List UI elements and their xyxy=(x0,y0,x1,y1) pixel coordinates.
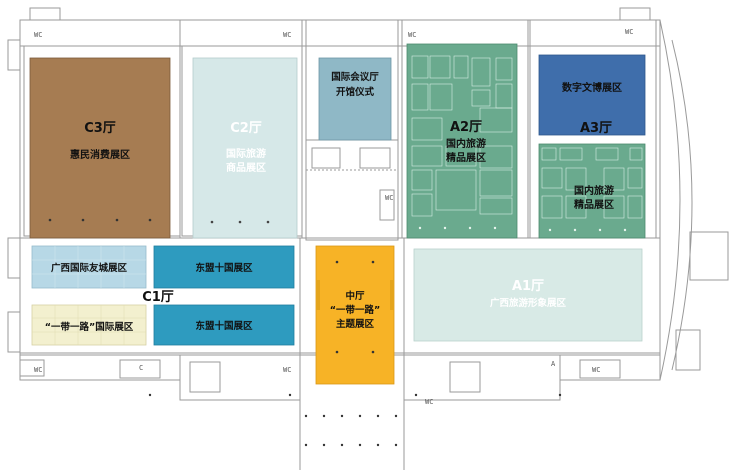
a1-area-label: 广西旅游形象展区 xyxy=(490,297,567,309)
c-marker: C xyxy=(139,364,143,372)
wc-marker-1: WC xyxy=(34,31,42,39)
hall-c3[interactable]: C3厅 惠民消费展区 xyxy=(29,57,171,239)
c3-zone xyxy=(29,57,171,239)
a-marker: A xyxy=(551,360,556,368)
c1-asean-bottom-zone xyxy=(153,304,295,346)
a3-domestic-zone xyxy=(538,143,646,239)
a3-hall-label: A3厅 xyxy=(580,121,612,136)
center-label-1: 中厅 xyxy=(345,290,365,302)
a3-area-label-2: 精品展区 xyxy=(574,198,614,211)
c1-hall-label: C1厅 xyxy=(142,290,174,305)
a3-digital-zone xyxy=(538,54,646,136)
a2-area-label-2: 精品展区 xyxy=(446,151,486,164)
hall-a2[interactable]: A2厅 国内旅游 精品展区 xyxy=(406,43,518,239)
hall-c1[interactable]: 广西国际友城展区 东盟十国展区 C1厅 “一带一路”国际展区 东盟十国展区 xyxy=(31,245,295,346)
a3-digital-label: 数字文博展区 xyxy=(562,81,622,94)
wc-marker-6: WC xyxy=(34,366,42,374)
wc-marker-7: WC xyxy=(283,366,291,374)
c1-beltroad-zone xyxy=(31,304,147,346)
hall-c2[interactable]: C2厅 国际旅游 商品展区 xyxy=(192,57,298,239)
c2-hall-label: C2厅 xyxy=(230,121,262,136)
conference-label-2: 开馆仪式 xyxy=(336,86,375,98)
c2-area-label-2: 商品展区 xyxy=(226,161,266,174)
a1-hall-label: A1厅 xyxy=(512,279,544,294)
a2-zone xyxy=(406,43,518,239)
a2-booths xyxy=(411,55,513,217)
c2-area-label-1: 国际旅游 xyxy=(226,147,266,160)
c1-asean-bottom-label: 东盟十国展区 xyxy=(195,320,253,332)
c1-asean-top-label: 东盟十国展区 xyxy=(195,262,253,274)
a2-area-label-1: 国内旅游 xyxy=(446,137,486,150)
c2-zone xyxy=(192,57,298,239)
c3-hall-label: C3厅 xyxy=(84,121,116,136)
hall-a3[interactable]: 数字文博展区 A3厅 国内旅游 精品展区 xyxy=(538,54,646,239)
c1-asean-top-zone xyxy=(153,245,295,289)
c3-area-label: 惠民消费展区 xyxy=(70,148,130,161)
c1-friendship-zone xyxy=(31,245,147,289)
wc-marker-3: WC xyxy=(408,31,416,39)
hall-a1[interactable]: A1厅 广西旅游形象展区 xyxy=(413,248,643,342)
c1-friendship-label: 广西国际友城展区 xyxy=(51,262,128,274)
a1-zone xyxy=(413,248,643,342)
center-label-3: 主题展区 xyxy=(336,318,375,330)
wc-marker-8: WC xyxy=(425,398,433,406)
c1-beltroad-label: “一带一路”国际展区 xyxy=(45,321,134,333)
a2-hall-label: A2厅 xyxy=(450,120,482,135)
markers: WC WC WC WC WC WC WC WC WC C A xyxy=(34,28,633,406)
conference-hall[interactable]: 国际会议厅 开馆仪式 xyxy=(318,57,392,141)
wc-marker-4: WC xyxy=(625,28,633,36)
a3-area-label-1: 国内旅游 xyxy=(574,184,614,197)
wc-marker-9: WC xyxy=(592,366,600,374)
center-hall[interactable]: 中厅 “一带一路” 主题展区 xyxy=(315,245,395,385)
a3-booths xyxy=(541,147,643,219)
wc-marker-2: WC xyxy=(283,31,291,39)
conference-label-1: 国际会议厅 xyxy=(331,71,379,83)
center-label-2: “一带一路” xyxy=(330,304,381,316)
entrance-dots xyxy=(148,393,562,447)
center-zone xyxy=(315,245,395,385)
conference-zone xyxy=(318,57,392,141)
wc-marker-5: WC xyxy=(385,194,393,202)
